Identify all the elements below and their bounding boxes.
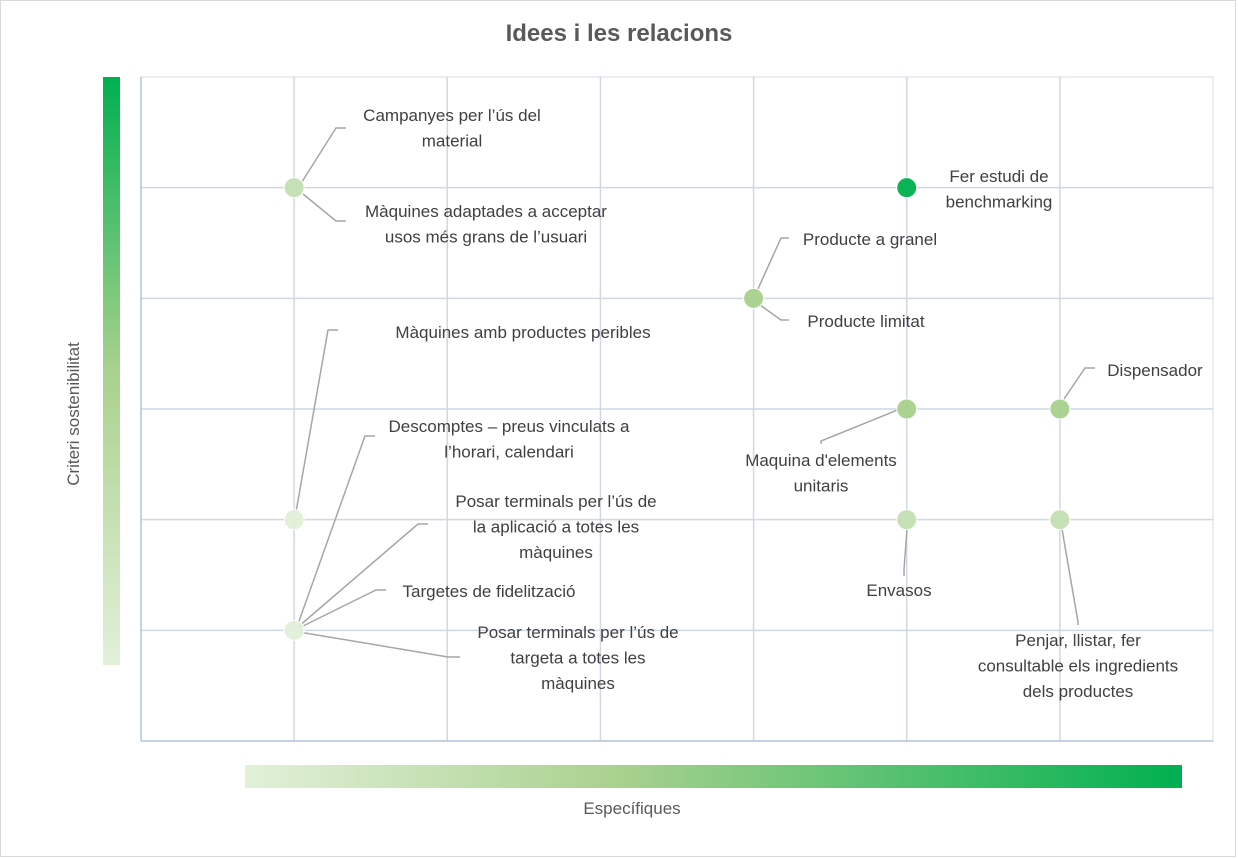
x-axis-label: Específiques — [583, 799, 681, 818]
leader-line — [298, 589, 386, 629]
data-label: Dispensador — [1107, 361, 1203, 380]
leader-line — [1061, 528, 1079, 625]
data-point — [1049, 509, 1071, 531]
data-label: Màquines amb productes peribles — [395, 323, 650, 342]
data-point — [896, 177, 918, 199]
data-label: Envasos — [866, 581, 931, 600]
data-point — [283, 177, 305, 199]
data-label: Producte a granel — [803, 230, 937, 249]
data-label: Producte limitat — [807, 312, 924, 331]
x-gradient-bar — [245, 765, 1182, 788]
data-point — [283, 509, 305, 531]
leader-line — [295, 329, 338, 513]
leader-line — [299, 127, 346, 186]
data-label: Targetes de fidelització — [403, 582, 576, 601]
data-point — [1049, 398, 1071, 420]
data-point — [743, 287, 765, 309]
leader-line — [820, 408, 901, 444]
data-point — [896, 509, 918, 531]
leader-line — [903, 528, 908, 576]
leader-line — [297, 435, 375, 625]
data-point — [283, 619, 305, 641]
leader-line — [302, 193, 346, 222]
leader-line — [1063, 367, 1095, 400]
leader-line — [298, 631, 460, 658]
y-gradient-bar — [103, 77, 120, 665]
data-point — [896, 398, 918, 420]
leader-line — [759, 304, 789, 321]
leader-line — [297, 523, 428, 628]
leader-line — [756, 237, 789, 292]
chart-title: Idees i les relacions — [505, 20, 733, 47]
